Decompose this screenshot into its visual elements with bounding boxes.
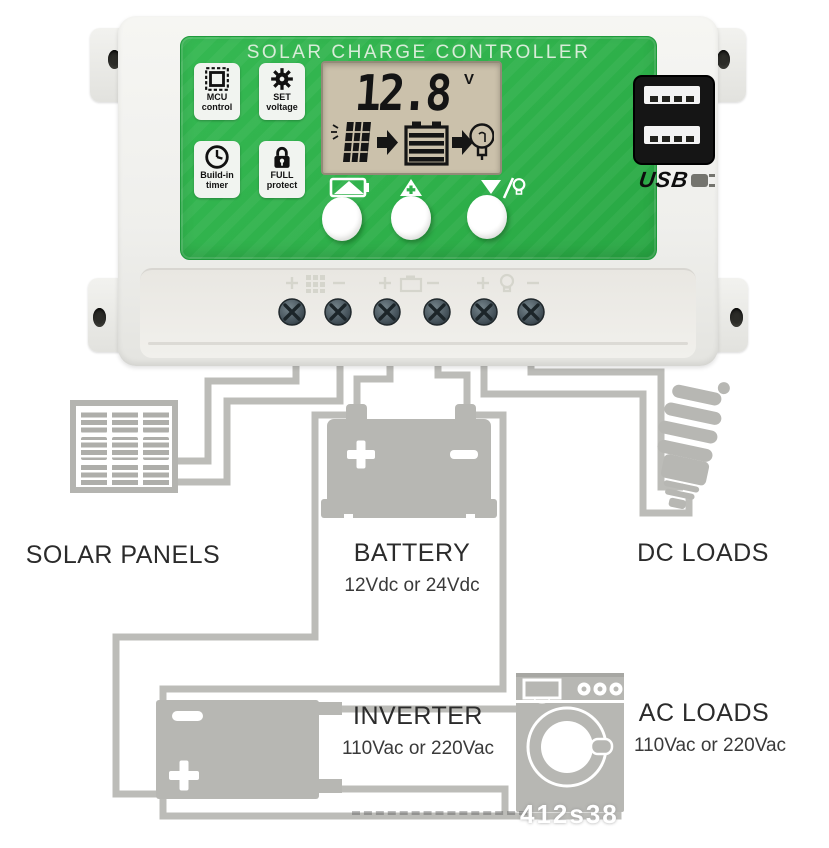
increase-icon — [400, 179, 422, 196]
dc-loads-label-block: DC LOADS — [603, 539, 803, 568]
inverter-spec: 110Vac or 220Vac — [341, 738, 495, 759]
wire-pv-plus — [172, 350, 300, 465]
wire-load-lower — [480, 350, 693, 517]
battery-type-button[interactable] — [322, 197, 362, 241]
feature-label: FULL — [270, 170, 294, 180]
battery-icon — [321, 404, 497, 519]
sun-icon — [331, 124, 339, 140]
arrow-icon — [377, 130, 398, 155]
screw-terminal[interactable] — [278, 298, 545, 326]
feature-badge-mcu: MCU control — [194, 63, 240, 120]
chip-icon — [205, 67, 229, 91]
battery-spec: 12Vdc or 24Vdc — [344, 575, 480, 596]
wire-battery-to-inverter-plus — [112, 411, 360, 798]
housing-seam — [148, 342, 688, 345]
ac-loads-label-block: AC LOADS 110Vac or 220Vac — [604, 699, 804, 757]
solar-panel-icon — [70, 400, 178, 493]
decrease-lamp-icon — [481, 177, 526, 199]
feature-label: voltage — [266, 102, 298, 112]
solar-panels-label: SOLAR PANELS — [25, 541, 221, 569]
inverter-label: INVERTER — [353, 702, 483, 730]
mount-hole — [717, 50, 730, 69]
feature-label: Build-in — [200, 170, 234, 180]
battery-mode-icon — [329, 177, 369, 198]
wire-load-upper — [527, 350, 683, 491]
usb-logo-text: USB — [637, 167, 691, 192]
usb-port-bottom[interactable] — [644, 126, 700, 144]
lcd-voltage-unit: V — [464, 71, 475, 88]
ac-loads-label: AC LOADS — [638, 699, 770, 727]
device-title: SOLAR CHARGE CONTROLLER — [246, 42, 591, 63]
mount-hole — [108, 50, 121, 69]
feature-badge-timer: Build-in timer — [194, 141, 240, 198]
feature-label: protect — [266, 180, 298, 190]
usb-logo: USB — [637, 165, 729, 195]
watermark-text: 412s38 — [520, 799, 619, 829]
lcd-voltage-value: 12.8 — [353, 65, 451, 123]
mount-hole — [730, 308, 743, 327]
lcd-bulb-icon — [469, 123, 494, 160]
lock-icon — [274, 146, 290, 168]
washing-machine-icon — [516, 673, 624, 812]
feature-label: SET — [273, 92, 291, 102]
usb-plug-prongs — [709, 173, 716, 187]
terminal-screws — [278, 298, 545, 326]
inverter-label-block: INVERTER 110Vac or 220Vac — [318, 702, 518, 760]
lcd-solar-panel-icon — [343, 121, 371, 163]
inverter-icon — [156, 700, 342, 799]
decrease-load-button[interactable] — [467, 195, 507, 239]
lamp-terminal-glyph — [499, 273, 515, 293]
dc-loads-label: DC LOADS — [637, 539, 769, 567]
solar-panels-label-block: SOLAR PANELS — [23, 541, 223, 570]
terminal-labels — [286, 273, 539, 293]
wires — [112, 350, 693, 820]
charge-controller-device: SOLAR CHARGE CONTROLLER MCU control — [88, 12, 748, 366]
watermark-dashes — [352, 811, 527, 815]
feature-label: MCU — [206, 92, 228, 102]
increase-button[interactable] — [391, 196, 431, 240]
usb-port-top[interactable] — [644, 86, 700, 104]
battery-terminal-glyph — [399, 275, 423, 293]
solar-terminal-glyph — [306, 275, 325, 293]
button-symbols — [329, 177, 526, 199]
feature-label: control — [201, 102, 233, 112]
feature-badge-protect: FULL protect — [259, 141, 305, 198]
lcd-flow-icons — [331, 121, 494, 166]
faceplate: SOLAR CHARGE CONTROLLER MCU control — [180, 36, 716, 260]
wire-pv-minus — [172, 350, 344, 486]
dual-usb-port[interactable] — [633, 75, 715, 165]
lcd-display: 12.8 V — [321, 61, 502, 175]
mount-hole — [93, 308, 106, 327]
wire-ac-bottom — [340, 785, 509, 816]
feature-label: timer — [205, 180, 228, 190]
battery-label: BATTERY — [353, 539, 471, 567]
arrow-icon — [452, 130, 473, 155]
clock-icon — [205, 145, 229, 169]
feature-badge-set-voltage: SET voltage — [259, 63, 305, 120]
gear-icon — [271, 68, 293, 90]
battery-label-block: BATTERY 12Vdc or 24Vdc — [312, 539, 512, 597]
ac-loads-spec: 110Vac or 220Vac — [633, 735, 787, 756]
wire-battery-to-inverter-minus — [159, 411, 507, 710]
lcd-battery-icon — [404, 121, 449, 166]
usb-plug-icon — [691, 173, 709, 187]
cfl-bulb-icon — [657, 382, 730, 510]
